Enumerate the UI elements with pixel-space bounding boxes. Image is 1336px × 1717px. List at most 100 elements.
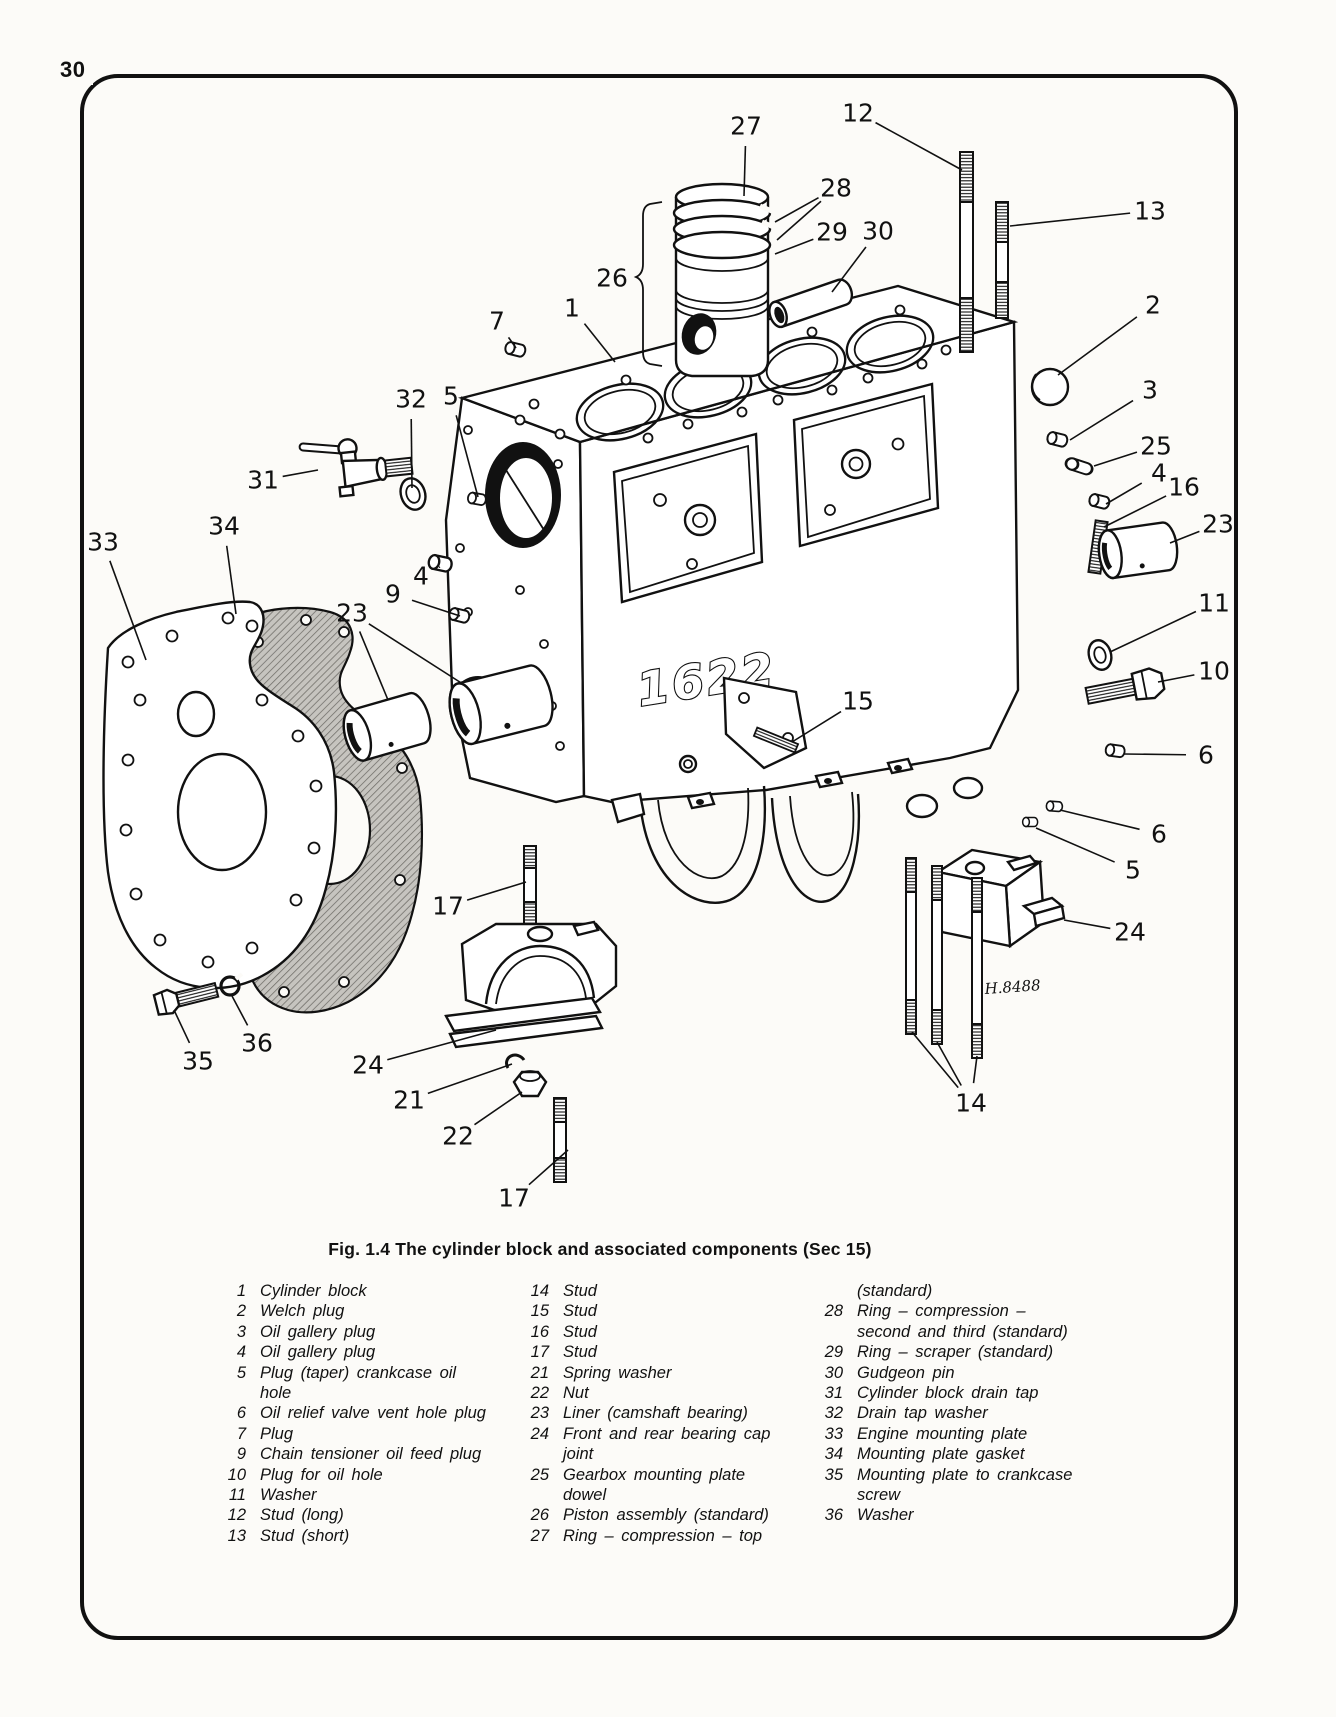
part-name: Gudgeon pin [857, 1363, 955, 1382]
part-name: Plug for oil hole [260, 1465, 383, 1484]
callout-36: 36 [241, 1029, 273, 1058]
part-name: Mounting plate gasket [857, 1445, 1025, 1464]
part-number: 10 [227, 1465, 246, 1484]
part-number: 16 [530, 1322, 549, 1341]
part-number: 35 [824, 1465, 843, 1484]
callout-2: 2 [1145, 291, 1161, 320]
parts-list-line: 10 Plug for oil hole [200, 1465, 530, 1486]
callout-31: 31 [247, 466, 279, 495]
camshaft-liner-left-1 [342, 691, 432, 762]
callout-5: 5 [1125, 856, 1141, 885]
callout-leader [1109, 610, 1197, 653]
part-number: 26 [530, 1506, 549, 1525]
callout-12: 12 [842, 99, 874, 128]
part-name: Welch plug [260, 1302, 345, 1321]
part-number: 33 [824, 1424, 843, 1443]
callout-leader [1123, 753, 1187, 756]
part-name: hole [260, 1384, 292, 1402]
part-name: second and third (standard) [857, 1322, 1068, 1341]
parts-list-line: 16 Stud [503, 1322, 833, 1343]
callout-15: 15 [842, 687, 874, 716]
part-name: Oil relief valve vent hole plug [260, 1404, 486, 1423]
part-name: Front and rear bearing cap [563, 1424, 771, 1443]
callout-leader [1105, 482, 1143, 505]
figure-caption: Fig. 1.4 The cylinder block and associat… [328, 1239, 872, 1259]
page-number: 30 [58, 55, 94, 85]
callout-leader [1063, 919, 1111, 930]
callout-4: 4 [413, 562, 429, 591]
page-border-frame [80, 74, 1238, 1640]
callout-leader [358, 631, 389, 701]
part-number: 30 [824, 1363, 843, 1382]
bolt-10 [1084, 667, 1166, 705]
part-name: Engine mounting plate [857, 1424, 1028, 1443]
part-number: 17 [530, 1343, 549, 1362]
callout-leader [1057, 316, 1138, 376]
piston-rings [672, 198, 777, 272]
part-name: screw [857, 1486, 901, 1504]
callout-leader [1009, 212, 1131, 227]
callout-leader [507, 336, 517, 349]
callout-29: 29 [816, 218, 848, 247]
part-name: Stud [563, 1322, 597, 1341]
stud-17-upper [523, 845, 537, 925]
part-name: Washer [260, 1486, 317, 1504]
part-name: Drain tap washer [857, 1404, 988, 1423]
part-name: Spring washer [563, 1363, 672, 1382]
part-number: 7 [236, 1424, 246, 1443]
stud-12-long [959, 151, 974, 353]
part-number: 9 [236, 1445, 246, 1464]
part-name: Stud [563, 1302, 597, 1321]
callout-leader [1103, 495, 1167, 528]
parts-list-line: 33 Engine mounting plate [797, 1424, 1127, 1445]
callout-leader [282, 469, 319, 478]
studs-14 [905, 857, 983, 1059]
callout-23: 23 [1202, 510, 1234, 539]
mounting-plate-screw [152, 981, 220, 1016]
part-number: 25 [530, 1465, 549, 1484]
parts-list-line: 30 Gudgeon pin [797, 1363, 1127, 1384]
part-name: joint [563, 1445, 594, 1464]
callout-6: 6 [1198, 741, 1214, 770]
callout-leader [1157, 674, 1195, 683]
callout-leader [109, 560, 147, 661]
callout-leader [1035, 827, 1115, 863]
part-number: 15 [530, 1302, 549, 1321]
part-name: Plug (taper) crankcase oil [260, 1363, 457, 1382]
washer-11 [1087, 639, 1113, 671]
callout-21: 21 [393, 1086, 425, 1115]
part-name: dowel [563, 1486, 607, 1504]
callout-leader [1169, 530, 1200, 544]
oil-gallery-plug-3 [1045, 430, 1070, 449]
callout-17: 17 [432, 892, 464, 921]
part-name: Cylinder block drain tap [857, 1384, 1039, 1402]
nut-22 [512, 1070, 548, 1098]
callout-14: 14 [955, 1089, 987, 1118]
bearing-cap-joint-strips [444, 996, 604, 1049]
stud-13-short [995, 201, 1009, 319]
callout-24: 24 [352, 1051, 384, 1080]
callout-13: 13 [1134, 197, 1166, 226]
callout-27: 27 [730, 112, 762, 141]
plate-screw-washer [219, 972, 244, 997]
part-number: 12 [227, 1506, 246, 1525]
parts-list-line: second and third (standard) [797, 1322, 1127, 1343]
camshaft-liner-left-2 [448, 664, 554, 746]
callout-5: 5 [443, 382, 459, 411]
callout-leader [774, 238, 814, 255]
callout-leader [831, 246, 867, 293]
part-number: 13 [227, 1526, 246, 1545]
part-name: Stud [563, 1282, 597, 1300]
